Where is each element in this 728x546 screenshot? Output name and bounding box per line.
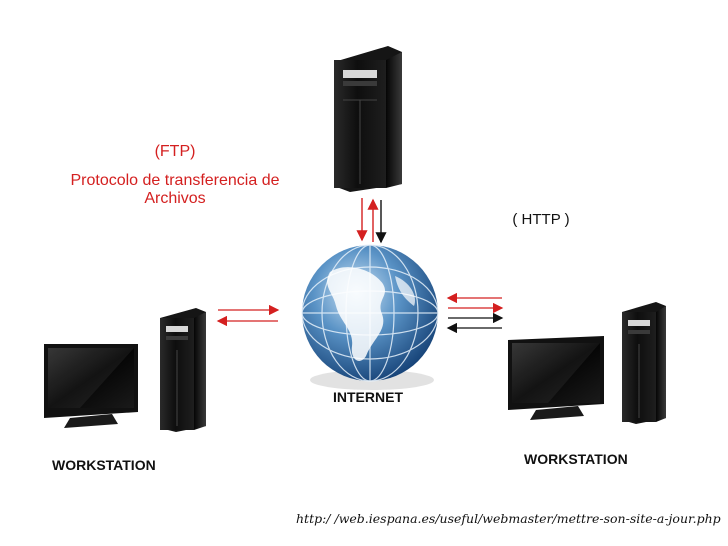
globe-icon	[301, 244, 439, 390]
computer-tower-icon	[160, 308, 206, 432]
ftp-label: (FTP)	[154, 143, 196, 160]
http-label: ( HTTP )	[512, 211, 570, 228]
server-tower-icon	[334, 46, 402, 192]
workstation-left-label: WORKSTATION	[52, 457, 156, 473]
computer-tower-icon	[622, 302, 666, 424]
source-url: http:/ /web.iespana.es/useful/webmaster/…	[296, 511, 721, 526]
left-ftp-arrows	[216, 304, 280, 327]
internet-label: INTERNET	[333, 389, 403, 405]
monitor-icon	[44, 344, 138, 428]
server-internet-arrows	[356, 198, 387, 244]
right-http-arrows	[446, 292, 504, 334]
monitor-icon	[508, 336, 604, 420]
workstation-right-label: WORKSTATION	[524, 451, 628, 467]
ftp-description: Protocolo de transferencia de Archivos	[70, 172, 280, 207]
